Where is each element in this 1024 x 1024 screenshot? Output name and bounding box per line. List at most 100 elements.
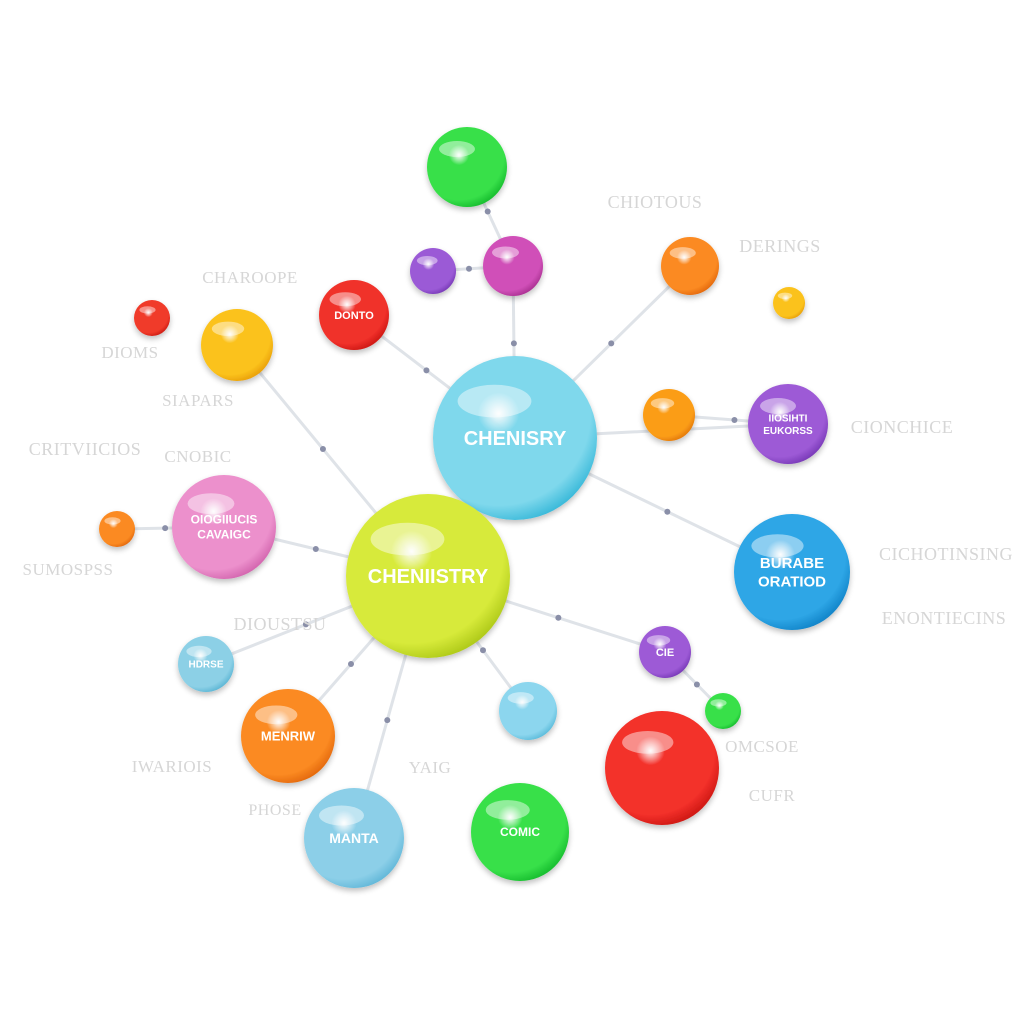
node-highlight	[622, 730, 674, 754]
node-center-blue: CHENISRY	[433, 356, 597, 520]
node-highlight	[329, 292, 361, 307]
node-bubble	[471, 783, 569, 881]
node-highlight	[255, 705, 298, 725]
floating-label: CHAROOPE	[202, 268, 298, 287]
node-red-small-left	[134, 300, 170, 336]
floating-labels-layer: CHIOTOUSDERINGSCHAROOPEDIOMSSIAPARSCRITV…	[23, 192, 1013, 819]
floating-label: SIAPARS	[162, 391, 234, 410]
node-blue-bottom: MANTA	[304, 788, 404, 888]
node-highlight	[646, 635, 671, 646]
node-bubble	[99, 511, 135, 547]
node-yellow-left	[201, 309, 273, 381]
node-label: ORATIOD	[758, 574, 826, 591]
node-highlight	[457, 384, 532, 418]
node-blue-small-left: HDRSE	[178, 636, 234, 692]
edge-dot	[693, 681, 700, 688]
node-green-small-bottom	[705, 693, 741, 729]
edge-dot	[312, 546, 319, 553]
node-highlight	[507, 692, 534, 704]
node-label: DONTO	[334, 310, 374, 322]
floating-label: CRITVIICIOS	[29, 439, 142, 459]
edge-dot	[484, 208, 491, 215]
node-label: CHENIISTRY	[368, 566, 489, 588]
node-highlight	[485, 800, 530, 820]
node-magenta-top	[483, 236, 543, 296]
node-label: CAVAIGC	[197, 528, 251, 542]
edge-dot	[555, 614, 562, 621]
edge-dot	[510, 340, 517, 347]
node-label: HDRSE	[188, 660, 223, 671]
node-center-yellow: CHENIISTRY	[346, 494, 510, 658]
edge-dot	[466, 265, 472, 272]
floating-label: CNOBIC	[164, 447, 231, 466]
node-bubble	[643, 389, 695, 441]
node-orange-small-left	[99, 511, 135, 547]
node-red-mid: DONTO	[319, 280, 389, 350]
node-blue-right: BURABE ORATIOD	[734, 514, 850, 630]
node-bubble	[410, 248, 456, 294]
node-bubble	[241, 689, 335, 783]
node-highlight	[416, 256, 438, 266]
floating-label: PHOSE	[248, 802, 301, 819]
node-label: MENRIW	[261, 729, 316, 744]
edge-dot	[302, 621, 309, 628]
edge-dot	[731, 416, 738, 423]
node-bubble	[433, 356, 597, 520]
node-bubble	[661, 237, 719, 295]
floating-label: OMCSOE	[725, 737, 799, 756]
floating-label: SUMOSPSS	[23, 560, 114, 579]
node-bubble	[304, 788, 404, 888]
edge-dot	[480, 647, 486, 654]
node-bubble	[201, 309, 273, 381]
node-highlight	[319, 805, 364, 826]
node-highlight	[104, 517, 121, 525]
node-yellow-small-right	[773, 287, 805, 319]
node-label: IIOSIHTI	[769, 413, 808, 424]
node-bubble	[346, 494, 510, 658]
node-green-top	[427, 127, 507, 207]
node-bubble	[319, 280, 389, 350]
node-bubble	[427, 127, 507, 207]
node-highlight	[139, 306, 156, 314]
node-label: OIOGIIUCIS	[191, 513, 258, 527]
node-bubble	[605, 711, 719, 825]
node-label: EUKORSS	[763, 426, 813, 437]
floating-label: DIOMS	[101, 343, 158, 362]
edge-dot	[319, 445, 326, 452]
node-green-bottom: COMIC	[471, 783, 569, 881]
node-bubble	[773, 287, 805, 319]
node-bubble	[178, 636, 234, 692]
edge-dot	[384, 717, 391, 724]
node-label: MANTA	[329, 830, 379, 846]
node-label: BURABE	[760, 555, 824, 572]
edge-dot	[162, 525, 169, 532]
node-bubble	[734, 514, 850, 630]
node-red-bottom	[605, 711, 719, 825]
floating-label: DERINGS	[739, 236, 821, 256]
floating-label: CIONCHICE	[851, 417, 954, 437]
node-bubble	[499, 682, 557, 740]
node-highlight	[211, 321, 245, 336]
node-label: CIE	[656, 647, 674, 659]
node-bubble	[172, 475, 276, 579]
nodes-layer: CHENISRY CHENIISTRY DONTO IIOSIHTI EUKORSS BU…	[99, 127, 850, 888]
node-highlight	[710, 699, 727, 707]
node-purple-top	[410, 248, 456, 294]
node-highlight	[439, 141, 475, 157]
edge-dot	[348, 661, 354, 667]
node-highlight	[777, 292, 793, 299]
edge-dot	[664, 508, 671, 515]
node-highlight	[186, 645, 212, 658]
node-highlight	[669, 247, 696, 259]
node-purple-right: IIOSIHTI EUKORSS	[748, 384, 828, 464]
edge-dot	[423, 367, 430, 374]
floating-label: CICHOTINSING	[879, 544, 1013, 564]
node-orange-top-right	[661, 237, 719, 295]
node-highlight	[760, 398, 796, 414]
floating-label: ENONTIECINS	[882, 608, 1007, 628]
node-blue-small-bottom	[499, 682, 557, 740]
node-label: CHENISRY	[464, 428, 567, 450]
node-highlight	[492, 246, 519, 259]
